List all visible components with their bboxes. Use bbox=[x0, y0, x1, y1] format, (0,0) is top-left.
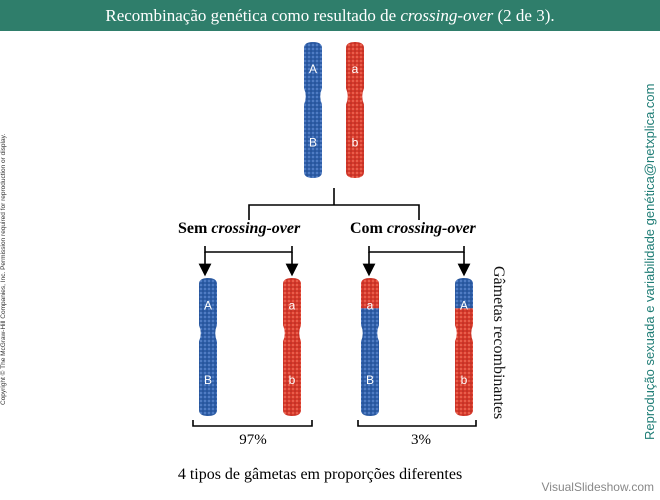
gamete-chromosome-4-gene-lower: b bbox=[461, 373, 468, 387]
branch-left-italic: crossing-over bbox=[211, 220, 301, 237]
gamete-chromosome-3-gene-lower: B bbox=[366, 373, 374, 387]
slide-title-prefix: Recombinação genética como resultado de bbox=[105, 6, 401, 25]
slide-title: Recombinação genética como resultado de … bbox=[0, 0, 660, 31]
diagram-caption: 4 tipos de gâmetas em proporções diferen… bbox=[177, 466, 463, 483]
branch-label-no-crossover: Sem crossing-over bbox=[178, 220, 300, 238]
bracket-left-top bbox=[204, 246, 293, 253]
percentage-no-crossover: 97% bbox=[239, 432, 267, 448]
gamete-chromosome-4: Ab bbox=[455, 278, 473, 416]
gamete-chromosome-2: ab bbox=[283, 278, 301, 416]
top-chromosome-dominant-gene-upper: A bbox=[309, 62, 317, 76]
branch-label-with-crossover: Com crossing-over bbox=[350, 220, 476, 238]
gamete-chromosome-4-lower-segment bbox=[455, 308, 473, 416]
gamete-chromosome-2-upper-segment bbox=[283, 278, 301, 347]
gamete-chromosome-1-lower-segment bbox=[199, 347, 217, 416]
gamete-chromosome-3-upper-segment bbox=[361, 278, 379, 309]
watermark: VisualSlideshow.com bbox=[541, 480, 654, 494]
gamete-chromosome-2-lower-segment bbox=[283, 347, 301, 416]
top-chromosome-recessive: ab bbox=[346, 42, 364, 178]
gamete-chromosome-1-upper-segment bbox=[199, 278, 217, 347]
percentage-with-crossover: 3% bbox=[411, 432, 431, 448]
slide-title-italic: crossing-over bbox=[400, 6, 494, 25]
top-chromosome-dominant-gene-lower: B bbox=[309, 136, 317, 150]
recombinant-gametes-label: Gâmetas recombinantes bbox=[490, 266, 507, 420]
top-chromosome-recessive-gene-upper: a bbox=[352, 62, 359, 76]
branch-right-italic: crossing-over bbox=[386, 220, 476, 237]
top-chromosome-recessive-gene-lower: b bbox=[352, 136, 359, 150]
split-bracket bbox=[248, 204, 420, 220]
bracket-right-top bbox=[368, 246, 465, 253]
top-chromosome-dominant-lower-segment bbox=[304, 110, 322, 178]
gamete-chromosome-3: aB bbox=[361, 278, 379, 416]
bracket-right-bottom bbox=[357, 420, 477, 427]
gamete-chromosome-4-upper-segment bbox=[455, 278, 473, 309]
top-chromosome-recessive-upper-segment bbox=[346, 42, 364, 110]
slide-title-suffix: (2 de 3). bbox=[493, 6, 555, 25]
top-chromosome-recessive-lower-segment bbox=[346, 110, 364, 178]
gamete-chromosome-1-gene-lower: B bbox=[204, 373, 212, 387]
top-chromosome-dominant: AB bbox=[304, 42, 322, 178]
top-chromosome-dominant-upper-segment bbox=[304, 42, 322, 110]
gamete-chromosome-3-gene-upper: a bbox=[367, 299, 374, 313]
gamete-chromosome-1: AB bbox=[199, 278, 217, 416]
branch-right-prefix: Com bbox=[350, 220, 387, 237]
branch-left-prefix: Sem bbox=[178, 220, 212, 237]
gamete-chromosome-2-gene-lower: b bbox=[289, 373, 296, 387]
gamete-chromosome-1-gene-upper: A bbox=[204, 299, 212, 313]
bracket-lines bbox=[192, 188, 477, 427]
gamete-chromosome-4-gene-upper: A bbox=[460, 299, 468, 313]
gamete-chromosome-3-lower-segment bbox=[361, 308, 379, 416]
gamete-chromosome-2-gene-upper: a bbox=[289, 299, 296, 313]
bracket-left-bottom bbox=[192, 420, 313, 427]
